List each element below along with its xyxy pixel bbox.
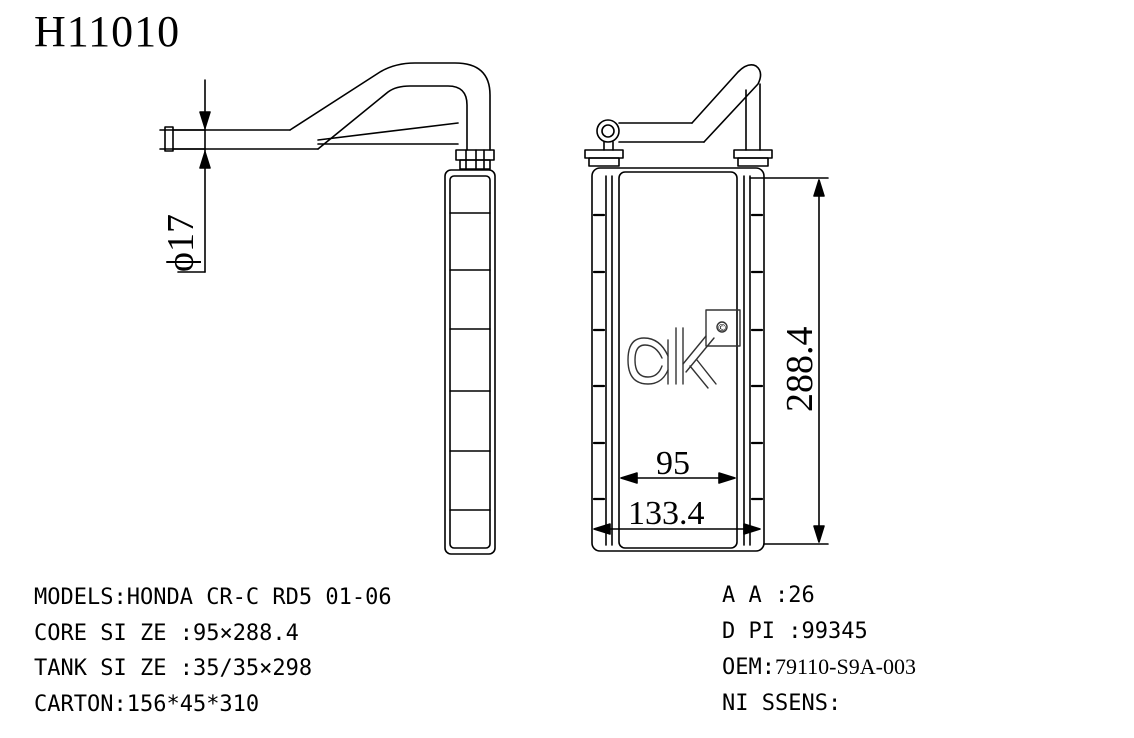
core-width-label: 95 — [656, 445, 690, 482]
diameter-label: ϕ17 — [160, 214, 202, 272]
spec-tank-size: TANK SI ZE :35/35×298 — [34, 656, 313, 681]
spec-nissens: NI SSENS: — [722, 690, 842, 716]
spec-dpi: D PI :99345 — [722, 618, 868, 644]
specs-left: MODELS:HONDA CR-C RD5 01-06 CORE SI ZE :… — [34, 580, 392, 722]
spec-core-size: CORE SI ZE :95×288.4 — [34, 620, 299, 646]
spec-carton: CARTON:156*45*310 — [34, 691, 260, 717]
ck-logo — [627, 309, 741, 389]
spec-aa: A A :26 — [722, 583, 815, 608]
overall-width-label: 133.4 — [628, 495, 705, 532]
spec-models: MODELS:HONDA CR-C RD5 01-06 — [34, 585, 392, 610]
specs-right: A A :26 D PI :99345 OEM:79110-S9A-003 NI… — [722, 578, 916, 721]
side-view-pipe — [164, 62, 495, 170]
width-dimensions — [593, 472, 761, 535]
registered-mark: © — [717, 323, 727, 334]
side-view-core — [444, 169, 496, 555]
front-view-core — [591, 167, 765, 552]
spec-oem: OEM:79110-S9A-003 — [722, 654, 916, 680]
front-view-pipes — [584, 64, 773, 167]
part-number-title: H11010 — [34, 7, 181, 56]
diameter-dimension — [159, 79, 211, 273]
height-label: 288.4 — [779, 327, 821, 413]
height-dimension — [749, 177, 829, 545]
